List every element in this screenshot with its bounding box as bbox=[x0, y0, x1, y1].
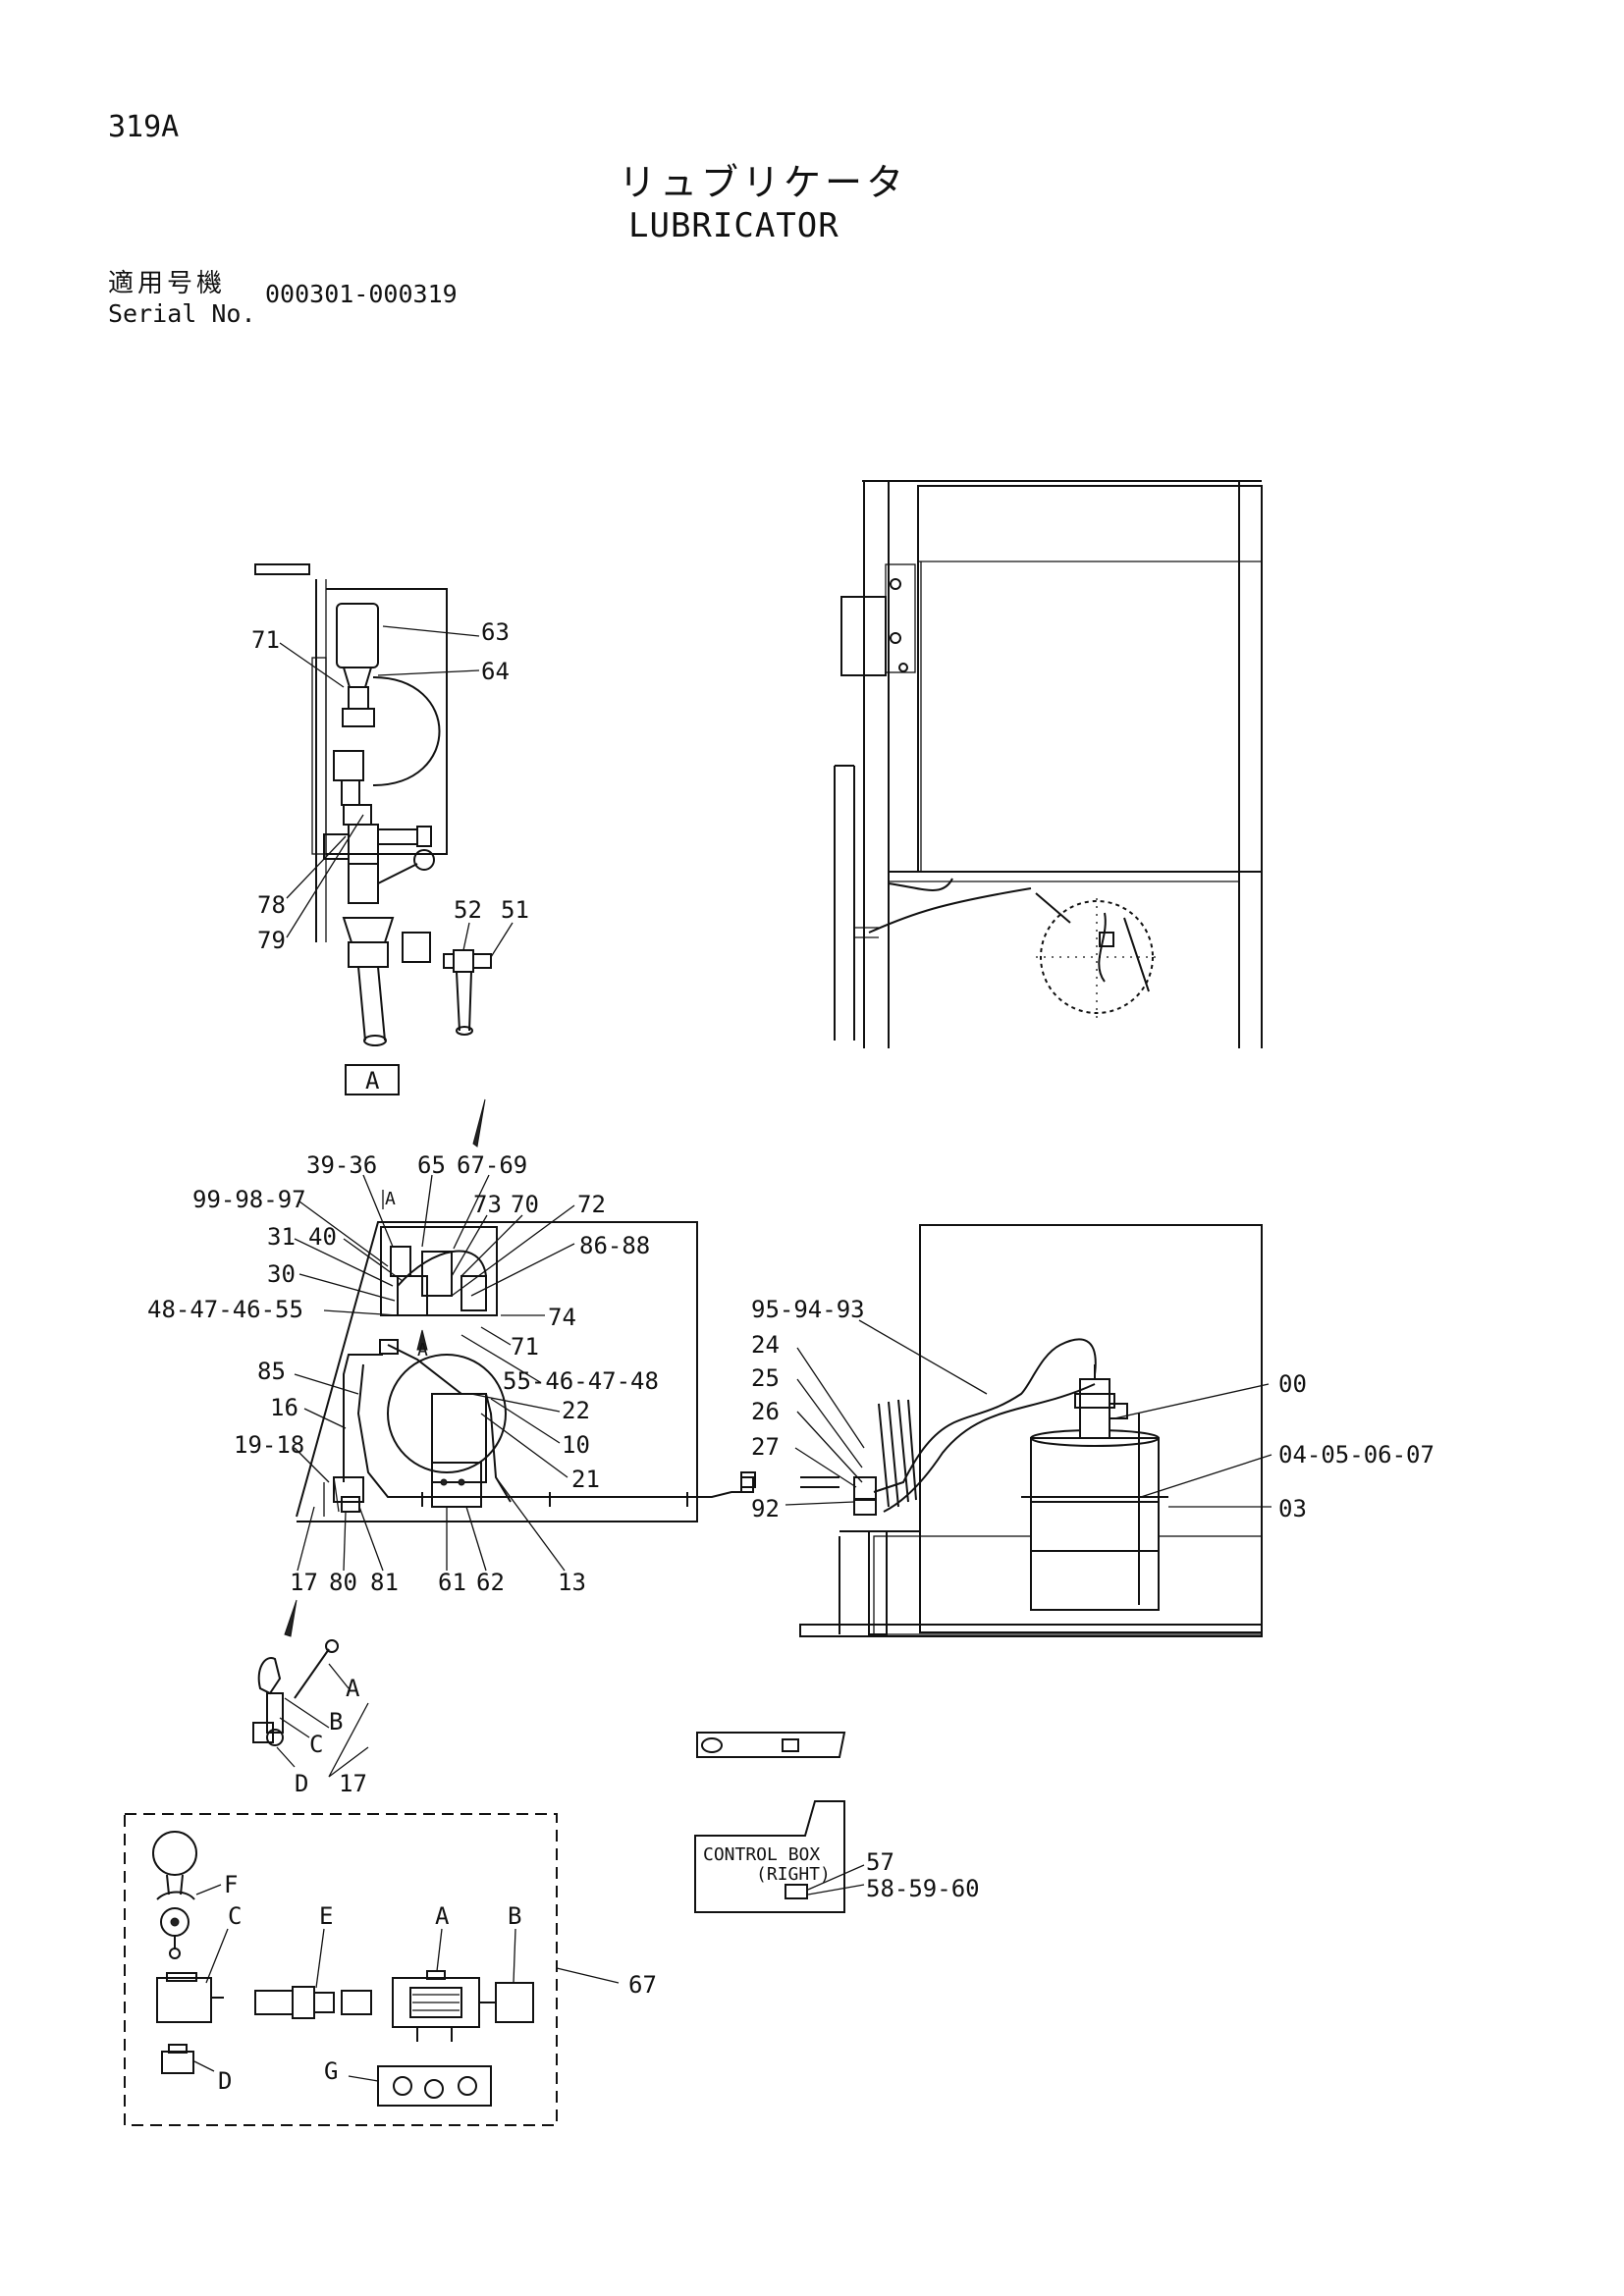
callout-95-94-93: 95-94-93 bbox=[751, 1296, 865, 1323]
callout-52: 52 bbox=[454, 896, 482, 924]
gun-callout-b: B bbox=[329, 1708, 343, 1735]
callout-03: 03 bbox=[1278, 1495, 1307, 1522]
serial-label-japanese: 適用号機 bbox=[108, 269, 227, 298]
page-number: 319A bbox=[108, 110, 180, 144]
title-japanese: リュブリケータ bbox=[619, 161, 908, 204]
detail-view-a: 63 64 71 78 79 52 51 A bbox=[251, 563, 529, 1095]
callout-31: 31 bbox=[267, 1223, 296, 1251]
gun-callout-17: 17 bbox=[339, 1770, 367, 1797]
gun-callout-c: C bbox=[309, 1731, 323, 1758]
callout-64: 64 bbox=[481, 658, 510, 685]
callout-26: 26 bbox=[751, 1398, 780, 1425]
callout-19-18: 19-18 bbox=[234, 1431, 304, 1459]
view-a-label: A bbox=[365, 1067, 380, 1095]
title-english: LUBRICATOR bbox=[628, 206, 839, 245]
callout-40: 40 bbox=[308, 1223, 337, 1251]
callout-62: 62 bbox=[476, 1569, 505, 1596]
callout-79: 79 bbox=[257, 927, 286, 954]
callout-55-46-47-48: 55-46-47-48 bbox=[503, 1367, 659, 1395]
callout-65: 65 bbox=[417, 1151, 446, 1179]
control-box-side-label: (RIGHT) bbox=[756, 1864, 831, 1885]
tank-installation-view: 95-94-93 24 25 26 27 92 00 04-05-06-07 0… bbox=[740, 1224, 1435, 1637]
callout-27: 27 bbox=[751, 1433, 780, 1461]
callout-85: 85 bbox=[257, 1358, 286, 1385]
kit-callout-a: A bbox=[435, 1902, 450, 1930]
callout-17-main: 17 bbox=[290, 1569, 318, 1596]
callout-39-36: 39-36 bbox=[306, 1151, 377, 1179]
kit-callout-d: D bbox=[218, 2067, 232, 2095]
serial-range: 000301-000319 bbox=[265, 280, 458, 308]
callout-70: 70 bbox=[511, 1191, 539, 1218]
kit-callout-c: C bbox=[228, 1902, 242, 1930]
callout-61: 61 bbox=[438, 1569, 466, 1596]
callout-73: 73 bbox=[473, 1191, 502, 1218]
kit-67-detail: F C E A B D G 67 bbox=[124, 1813, 657, 2126]
callout-99-98-97: 99-98-97 bbox=[192, 1186, 306, 1213]
kit-callout-g: G bbox=[324, 2057, 338, 2085]
callout-80: 80 bbox=[329, 1569, 357, 1596]
kit-callout-f: F bbox=[224, 1871, 238, 1898]
control-box-label: CONTROL BOX bbox=[703, 1844, 820, 1865]
callout-30: 30 bbox=[267, 1260, 296, 1288]
callout-71-main: 71 bbox=[511, 1333, 539, 1361]
kit-callout-e: E bbox=[319, 1902, 333, 1930]
callout-16: 16 bbox=[270, 1394, 298, 1421]
callout-58-59-60: 58-59-60 bbox=[866, 1875, 980, 1902]
callout-04-05-06-07: 04-05-06-07 bbox=[1278, 1441, 1435, 1468]
callout-67-69: 67-69 bbox=[457, 1151, 527, 1179]
callout-24: 24 bbox=[751, 1331, 780, 1359]
kit-callout-b: B bbox=[508, 1902, 521, 1930]
callout-74: 74 bbox=[548, 1304, 576, 1331]
callout-22: 22 bbox=[562, 1397, 590, 1424]
callout-78: 78 bbox=[257, 891, 286, 919]
callout-63: 63 bbox=[481, 618, 510, 646]
view-a-arrow-mid: A bbox=[417, 1340, 428, 1361]
callout-10: 10 bbox=[562, 1431, 590, 1459]
callout-13: 13 bbox=[558, 1569, 586, 1596]
side-view-upper bbox=[834, 480, 1263, 1048]
main-installation-view: A A 39-36 65 67-69 99-98-97 73 7 bbox=[147, 1098, 754, 1596]
callout-21: 21 bbox=[571, 1466, 600, 1493]
callout-48-47-46-55: 48-47-46-55 bbox=[147, 1296, 303, 1323]
grease-gun-detail: A B C D 17 bbox=[252, 1599, 369, 1797]
serial-label-english: Serial No. bbox=[108, 299, 256, 328]
callout-81: 81 bbox=[370, 1569, 399, 1596]
callout-86-88: 86-88 bbox=[579, 1232, 650, 1259]
callout-25: 25 bbox=[751, 1364, 780, 1392]
callout-67-kit: 67 bbox=[628, 1971, 657, 1999]
callout-51: 51 bbox=[501, 896, 529, 924]
callout-72: 72 bbox=[577, 1191, 606, 1218]
view-a-arrow-top: A bbox=[385, 1189, 396, 1209]
callout-92: 92 bbox=[751, 1495, 780, 1522]
gun-callout-a: A bbox=[346, 1675, 360, 1702]
callout-71-detail: 71 bbox=[251, 626, 280, 654]
callout-00: 00 bbox=[1278, 1370, 1307, 1398]
control-box-detail: CONTROL BOX (RIGHT) 57 58-59-60 bbox=[694, 1732, 980, 1913]
gun-callout-d: D bbox=[295, 1770, 308, 1797]
callout-57: 57 bbox=[866, 1848, 894, 1876]
